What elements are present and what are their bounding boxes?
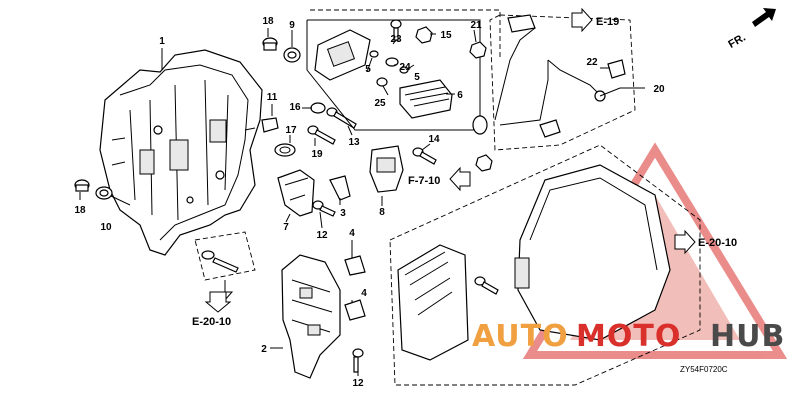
- nut-lower-center: [475, 154, 493, 172]
- leader-lines: [79, 28, 645, 376]
- screw-25: [376, 77, 388, 87]
- label-10: 10: [100, 222, 112, 233]
- ref-e2010-bottom: E-20-10: [192, 316, 231, 328]
- cable-harness-20: [472, 14, 606, 138]
- label-22: 22: [586, 57, 598, 68]
- arrow-e19: [571, 7, 593, 33]
- label-5-left: 5: [365, 64, 371, 75]
- label-8: 8: [379, 207, 385, 218]
- bracket-7: [277, 169, 315, 217]
- clip-11: [261, 117, 279, 133]
- label-6: 6: [457, 90, 463, 101]
- grommet-9: [283, 47, 301, 63]
- label-17: 17: [285, 125, 297, 136]
- label-12-lower: 12: [352, 378, 364, 389]
- watermark-auto: AUTO: [472, 319, 569, 354]
- clip-22: [607, 59, 626, 79]
- ref-front: FR.: [726, 32, 747, 51]
- clip-4-lower: [344, 299, 366, 321]
- label-13: 13: [348, 137, 360, 148]
- label-9: 9: [289, 20, 295, 31]
- screw-5-left: [369, 50, 379, 58]
- label-14: 14: [428, 134, 440, 145]
- watermark-moto: MOTO: [576, 319, 681, 354]
- label-2: 2: [261, 344, 267, 355]
- clamp-17: [274, 143, 296, 157]
- label-1: 1: [159, 36, 165, 47]
- bolt-12-upper: [312, 200, 336, 217]
- label-15: 15: [440, 30, 452, 41]
- clip-3: [329, 175, 351, 201]
- figure-code: ZY54F0720C: [680, 365, 728, 374]
- ref-e19: E-19: [596, 16, 619, 28]
- clip-4-upper: [344, 255, 366, 276]
- screw-23: [390, 19, 402, 41]
- bolt-19: [307, 125, 336, 145]
- bracket-2: [281, 254, 341, 379]
- arrow-e2010-bottom: [204, 291, 232, 313]
- nut-21: [469, 41, 487, 59]
- part-labels: 1 2 3 4 4 5 5 6 7 8 9 10 11 12 12 13 14 …: [74, 16, 665, 389]
- ref-f710: F-7-10: [408, 175, 440, 187]
- nut-15: [415, 26, 433, 44]
- washer-16: [310, 102, 326, 114]
- label-3: 3: [340, 208, 346, 219]
- watermark-logo: AUTO MOTO HUB: [472, 319, 785, 354]
- screw-inverter: [474, 276, 499, 295]
- label-19: 19: [311, 149, 323, 160]
- screw-24: [385, 57, 399, 67]
- rectifier-6: [399, 79, 453, 119]
- label-23: 23: [390, 34, 402, 45]
- label-4-upper: 4: [349, 228, 355, 239]
- label-4-lower: 4: [361, 288, 367, 299]
- label-24: 24: [399, 62, 411, 73]
- front-arrow: [752, 8, 776, 27]
- label-25: 25: [374, 98, 386, 109]
- switch-8: [369, 145, 404, 193]
- grommet-18-left: [74, 179, 90, 192]
- bolt-12-lower: [352, 348, 364, 373]
- label-16: 16: [289, 102, 301, 113]
- bolt-14: [412, 147, 437, 165]
- label-20: 20: [653, 84, 665, 95]
- bolt-lower-left: [201, 250, 239, 273]
- arrow-e2010-right: [674, 229, 696, 255]
- ref-e2010-right: E-20-10: [698, 237, 737, 249]
- inverter-module: [397, 244, 469, 361]
- watermark-hub: HUB: [710, 319, 785, 354]
- main-case-part: [99, 49, 263, 256]
- inverter-cover: [514, 164, 671, 341]
- grommet-10: [95, 186, 113, 200]
- connector-housing: [314, 29, 371, 81]
- label-7: 7: [283, 222, 289, 233]
- screw-5-right: [399, 66, 409, 74]
- label-5-right: 5: [414, 72, 420, 83]
- grommet-18-top: [262, 37, 278, 51]
- label-11: 11: [267, 92, 278, 103]
- label-18-top: 18: [262, 16, 274, 27]
- arrow-f710: [449, 166, 471, 192]
- label-21: 21: [470, 20, 482, 31]
- bolt-13: [326, 107, 357, 129]
- label-12-upper: 12: [316, 230, 328, 241]
- label-18-left: 18: [74, 205, 86, 216]
